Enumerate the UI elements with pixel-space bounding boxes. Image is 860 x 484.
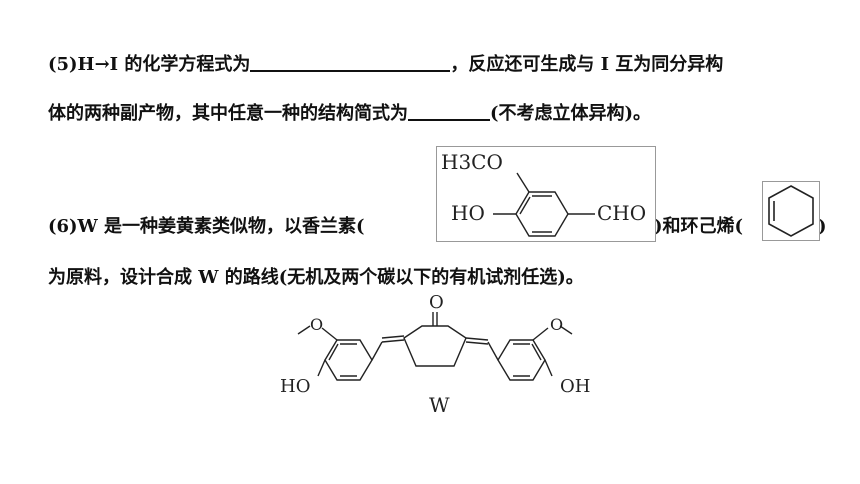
- w-left-hydroxy: HO: [280, 376, 310, 397]
- cyclohexene-structure: [762, 181, 820, 241]
- w-caption: W: [429, 393, 450, 417]
- part5-text-d: (不考虑立体异构)。: [490, 103, 652, 124]
- part6-line1-end: ): [818, 215, 827, 239]
- vanillin-structure: H3CO HO CHO: [436, 146, 656, 242]
- part5-text-c: 体的两种副产物，其中任意一种的结构简式为: [48, 103, 408, 124]
- w-right-methoxy-o: O: [550, 315, 563, 334]
- w-structure-diagram: O O O HO OH W: [280, 294, 590, 417]
- part6-text-b: )和环己烯(: [654, 216, 744, 237]
- w-right-hydroxy: OH: [560, 376, 590, 397]
- part6-text-a: (6)W 是一种姜黄素类似物，以香兰素(: [48, 216, 365, 237]
- part5-text-a: (5)H→I 的化学方程式为: [48, 54, 251, 75]
- w-carbonyl-o: O: [429, 294, 444, 313]
- w-left-methoxy-o: O: [310, 315, 323, 334]
- answer-blank-structure[interactable]: [408, 101, 490, 121]
- part6-line1-mid: )和环己烯(: [654, 215, 743, 239]
- answer-blank-equation[interactable]: [250, 52, 451, 72]
- part6-line2: 为原料，设计合成 W 的路线(无机及两个碳以下的有机试剂任选)。: [48, 266, 584, 290]
- cyclohexene-diagram: [768, 185, 814, 237]
- part5-line2: 体的两种副产物，其中任意一种的结构简式为 (不考虑立体异构)。: [48, 101, 651, 126]
- part6-line1: (6)W 是一种姜黄素类似物，以香兰素(: [48, 215, 365, 239]
- vanillin-aldehyde-label: CHO: [597, 201, 646, 225]
- part6-text-c: ): [818, 216, 827, 237]
- vanillin-methoxy-label: H3CO: [441, 150, 503, 174]
- part5-text-b: ，反应还可生成与 I 互为同分异构: [450, 54, 724, 75]
- part6-text-d: 为原料，设计合成 W 的路线(无机及两个碳以下的有机试剂任选)。: [48, 267, 584, 288]
- vanillin-diagram: H3CO HO CHO: [441, 150, 646, 237]
- part5-line1: (5)H→I 的化学方程式为 ，反应还可生成与 I 互为同分异构: [48, 52, 723, 77]
- vanillin-hydroxy-label: HO: [451, 201, 485, 225]
